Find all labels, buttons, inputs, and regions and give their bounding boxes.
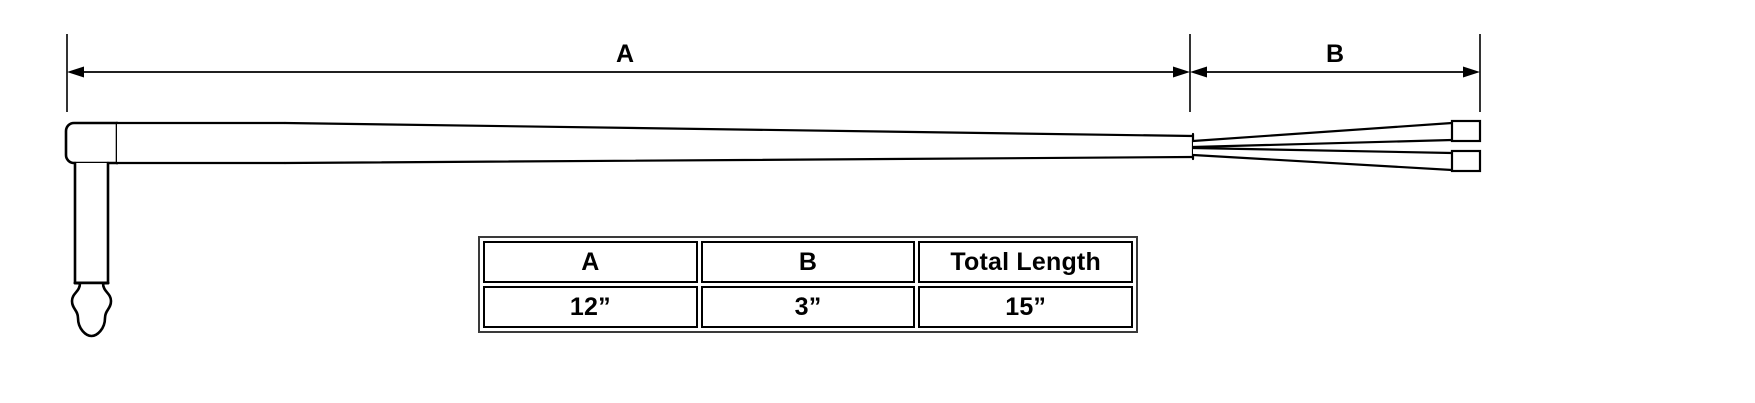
- plug-neck: [117, 123, 285, 163]
- dimension-a-arrow-left: [67, 66, 84, 78]
- cable-jacket: [283, 121, 1195, 165]
- spec-table-value-total-length: 15”: [918, 286, 1134, 328]
- terminals: [1450, 119, 1482, 173]
- spec-table-header-b: B: [700, 241, 916, 283]
- split-conductor-lower-fill: [1193, 148, 1452, 170]
- spec-table: A B Total Length 12” 3” 15”: [478, 236, 1138, 333]
- dimension-b: B: [1190, 40, 1480, 78]
- plug-tip: [70, 281, 113, 338]
- spec-table-value-row: 12” 3” 15”: [483, 286, 1134, 328]
- cable-jacket-bottom-edge: [283, 155, 1195, 165]
- right-angle-plug: [64, 121, 287, 338]
- split-conductor-lower-bottom-edge: [1191, 153, 1454, 172]
- right-angle-plug-body-outline: [64, 121, 119, 165]
- dimension-b-label: B: [1326, 40, 1344, 68]
- dimension-a-label: A: [616, 40, 634, 68]
- spec-table-header-a: A: [483, 241, 698, 283]
- cable-jacket-top-edge: [283, 121, 1195, 138]
- spec-table-value-a: 12”: [483, 286, 698, 328]
- dimension-a-arrow-right: [1173, 66, 1190, 78]
- plug-shaft: [75, 163, 108, 283]
- split-conductor-lower-top-edge: [1191, 146, 1454, 155]
- split-conductor-upper-bottom-edge: [1191, 138, 1454, 149]
- split-conductor-upper-top-edge: [1191, 121, 1454, 143]
- terminal-lower: [1450, 149, 1482, 173]
- split-conductor-lower: [1191, 146, 1454, 172]
- spec-table-header-total-length: Total Length: [918, 241, 1134, 283]
- spec-table-value-b: 3”: [700, 286, 916, 328]
- dimension-b-arrow-right: [1463, 66, 1480, 78]
- terminal-upper: [1450, 119, 1482, 143]
- dimension-a: A: [67, 40, 1190, 78]
- dimension-b-arrow-left: [1190, 66, 1207, 78]
- split-conductor-upper: [1191, 121, 1454, 149]
- spec-table-header-row: A B Total Length: [483, 241, 1134, 283]
- extension-lines: [66, 34, 1481, 112]
